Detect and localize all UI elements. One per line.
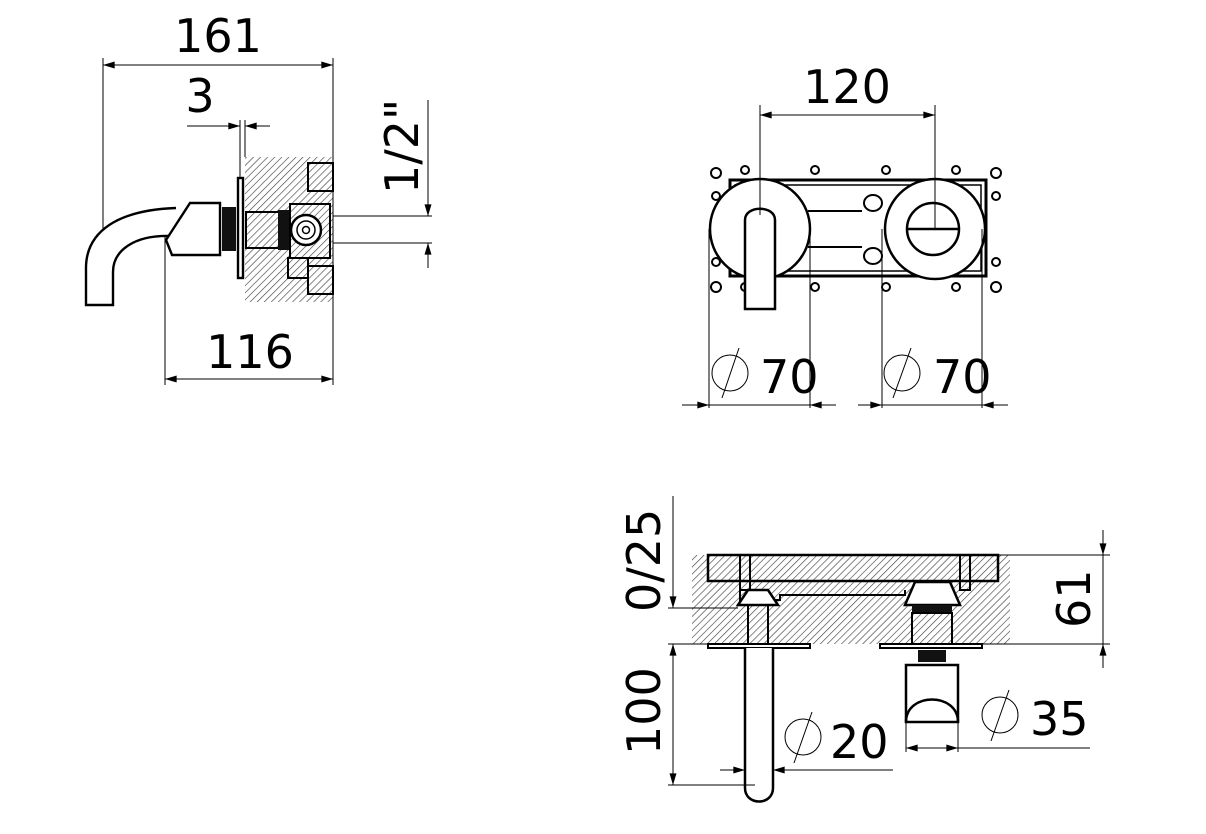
dim-plate-thickness: 3 [185,69,214,123]
spout-top [743,648,775,803]
inlet-fitting [289,213,323,247]
wall-plate [236,176,245,280]
handle-top [904,663,960,724]
spout-body [164,201,222,257]
mounting-lugs [710,165,1002,293]
dim-handle-diameter: 35 [1030,692,1089,746]
diameter-symbol-icon [711,354,749,392]
dim-spout-diameter: 20 [830,715,889,769]
dim-center-distance: 120 [803,60,891,114]
dim-spout-projection: 116 [206,325,294,379]
side-view: 161 3 116 1/2" [84,9,432,385]
dim-overall-projection: 161 [174,9,262,63]
dim-right-rosette-diameter: 70 [933,350,992,404]
diameter-symbol-icon [981,696,1019,734]
diameter-symbol-icon [883,354,921,392]
spout-front [743,207,777,311]
diameter-symbol-icon [784,718,822,756]
dim-body-depth: 61 [1047,569,1101,628]
dim-spout-length: 100 [617,667,671,755]
dim-thread: 1/2" [375,99,429,194]
top-view: 0/25 100 61 20 35 [617,496,1110,803]
connector-nut [222,207,236,251]
dim-wall-adjustment: 0/25 [617,509,671,612]
dim-left-rosette-diameter: 70 [760,350,819,404]
front-view: 120 70 70 [682,60,1008,409]
spout-outline [84,206,177,307]
